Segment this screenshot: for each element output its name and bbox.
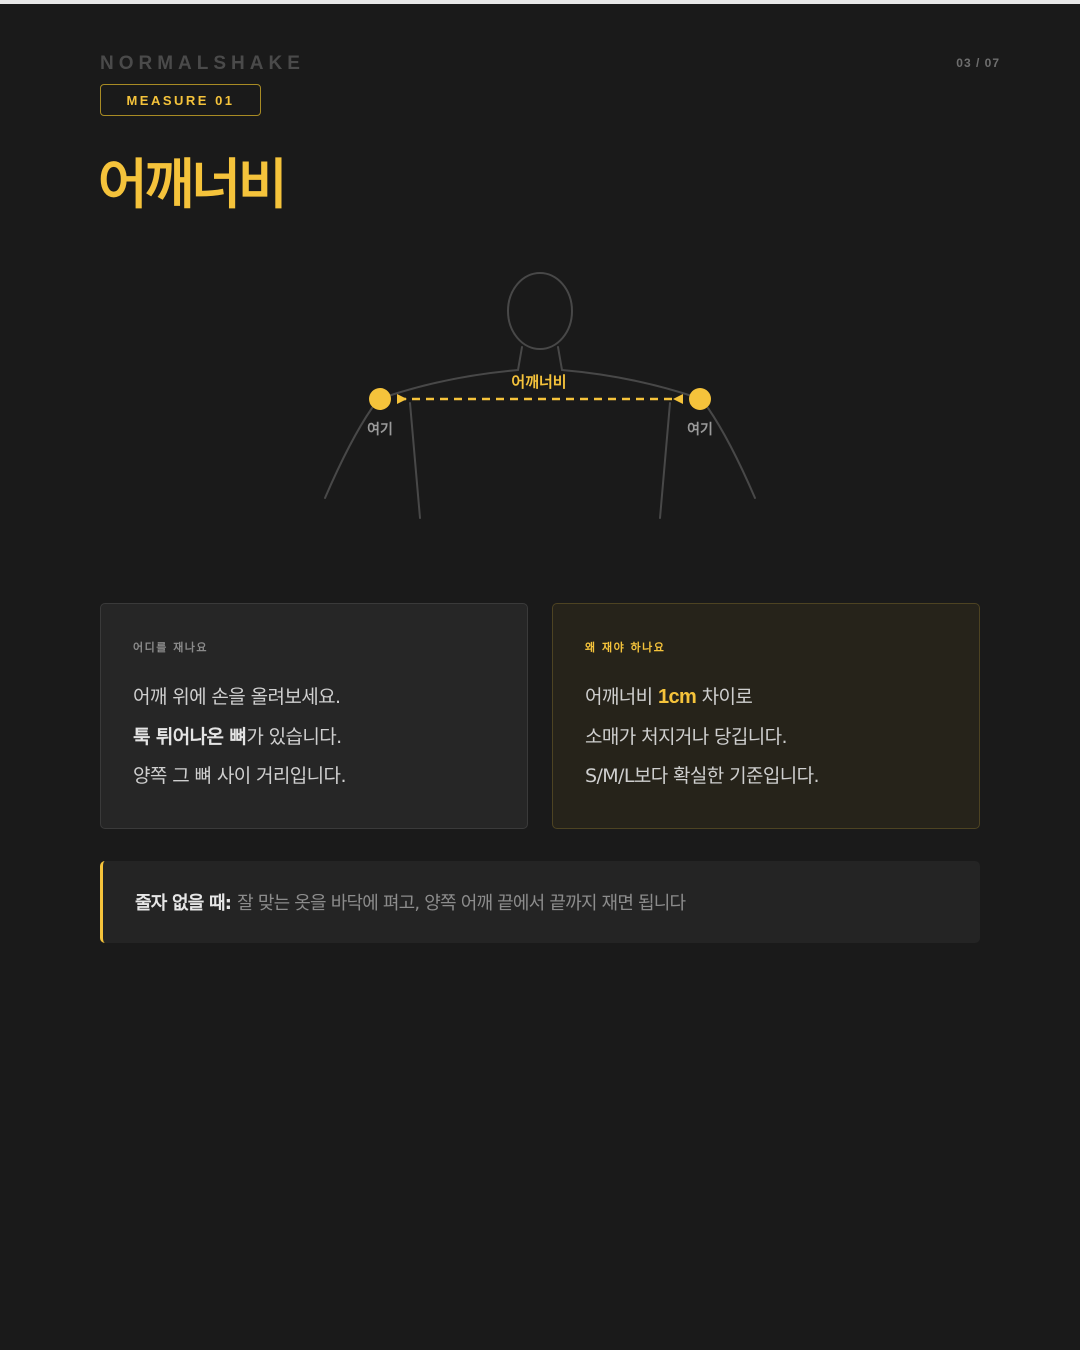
shoulder-line-right (561, 369, 696, 398)
tip-callout: 줄자 없을 때: 잘 맞는 옷을 바닥에 펴고, 양쪽 어깨 끝에서 끝까지 재… (100, 861, 980, 943)
why-line-2: 소매가 처지거나 당깁니다. (585, 725, 788, 748)
top-strip (0, 0, 1080, 4)
arrow-head-right-icon (673, 394, 683, 404)
why-line-1-highlight: 1cm (657, 686, 697, 708)
where-card-label: 어디를 재나요 (133, 641, 209, 654)
why-line-3: S/M/L보다 확실한 기준입니다. (585, 765, 820, 787)
measure-label: 어깨너비 (511, 373, 566, 391)
where-line-2: 툭 튀어나온 뼈가 있습니다. (133, 718, 495, 758)
page-counter: 03 / 07 (956, 56, 1000, 70)
neck-outline-left (517, 346, 523, 371)
where-to-measure-card: 어디를 재나요 어깨 위에 손을 올려보세요. 툭 튀어나온 뼈가 있습니다. … (100, 603, 528, 829)
head-outline (507, 272, 573, 350)
measure-tag-label: MEASURE 01 (126, 92, 235, 108)
left-shoulder-point (369, 388, 391, 410)
brand-logo-text: NORMALSHAKE (100, 53, 305, 74)
neck-outline-right (557, 346, 563, 371)
where-line-1: 어깨 위에 손을 올려보세요. (133, 686, 341, 708)
why-line-1: 어깨너비 1cm 차이로 (585, 678, 947, 718)
shoulder-line-left (384, 369, 519, 398)
arm-outline-left-outer (324, 407, 373, 499)
right-point-label: 여기 (687, 421, 713, 438)
why-line-1-pre: 어깨너비 (585, 686, 658, 708)
where-line-3: 양쪽 그 뼈 사이 거리입니다. (133, 765, 346, 787)
why-card-label: 왜 재야 하나요 (585, 641, 666, 654)
right-shoulder-point (689, 388, 711, 410)
measure-tag: MEASURE 01 (100, 84, 261, 116)
shoulder-diagram: 어깨너비 여기 여기 (324, 272, 756, 519)
page-title: 어깨너비 (98, 153, 288, 216)
where-line-2-rest: 가 있습니다. (246, 725, 342, 748)
arm-outline-right-inner (659, 402, 671, 519)
arm-outline-right-outer (707, 407, 756, 499)
arm-outline-left-inner (409, 402, 421, 519)
why-line-1-post: 차이로 (696, 686, 753, 708)
left-point-label: 여기 (367, 421, 393, 438)
tip-lead: 줄자 없을 때: (135, 893, 232, 914)
tip-text: 잘 맞는 옷을 바닥에 펴고, 양쪽 어깨 끝에서 끝까지 재면 됩니다 (237, 893, 686, 914)
where-line-2-bold: 툭 튀어나온 뼈 (133, 725, 247, 748)
why-measure-card: 왜 재야 하나요 어깨너비 1cm 차이로 소매가 처지거나 당깁니다. S/M… (552, 603, 980, 829)
arrow-head-left-icon (397, 394, 407, 404)
